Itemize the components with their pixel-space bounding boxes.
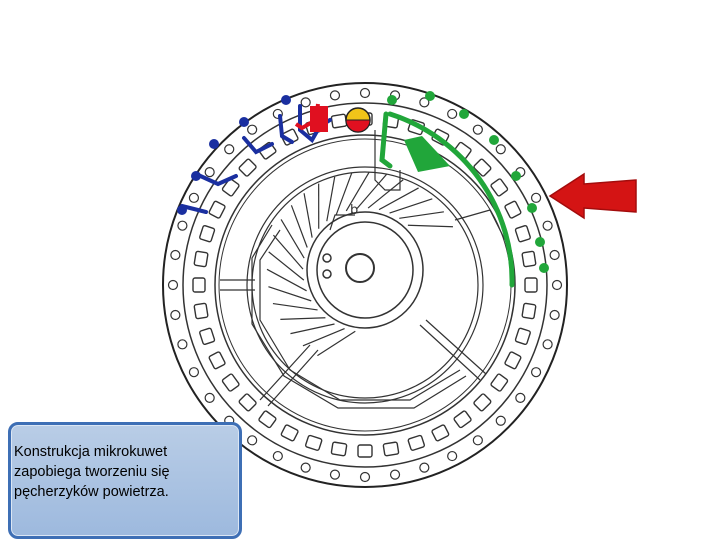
blue-channel-group (180, 104, 332, 214)
disc-cuvette-ring-outer (182, 102, 548, 468)
spiral-fin (389, 198, 433, 214)
spiral-fin (326, 176, 336, 222)
cuvette (453, 410, 483, 446)
cuvette (204, 167, 240, 197)
cuvette (504, 351, 542, 378)
cuvette (177, 327, 216, 350)
cuvette (357, 444, 373, 483)
hub-pin (322, 269, 332, 279)
cuvette (514, 220, 553, 243)
caption-line-1: Konstrukcja mikrokuwet (14, 444, 168, 460)
spiral-fin (345, 171, 370, 212)
spiral-fin (280, 317, 326, 320)
cuvette (170, 249, 209, 268)
caption-line-2: zapobiega tworzeniu się (14, 464, 170, 480)
disc-cuvette-ring-inner (214, 134, 516, 436)
cuvette (329, 441, 348, 480)
spiral-fin (303, 193, 313, 238)
cuvette (188, 351, 226, 378)
caption-line-3: pęcherzyków powietrza. (14, 484, 169, 500)
cuvette (473, 144, 506, 177)
spiral-fin (290, 323, 335, 335)
red-chamber (310, 106, 328, 132)
green-wedge (404, 136, 450, 172)
cuvette (431, 424, 458, 462)
cuvette (188, 192, 226, 219)
cuvette (490, 373, 526, 403)
cuvette (167, 277, 206, 293)
spiral-fin (302, 327, 345, 347)
cuvette (300, 434, 323, 473)
cuvette (473, 393, 506, 426)
caption-text: Konstrukcja mikrokuwet zapobiega tworzen… (14, 442, 236, 502)
cuvette (521, 302, 560, 321)
spiral-fin (268, 286, 312, 302)
caption-box (8, 422, 242, 539)
cuvette (521, 249, 560, 268)
spiral-fin (280, 219, 305, 259)
cuvette (382, 441, 401, 480)
cuvette (177, 220, 216, 243)
green-port-dots (387, 91, 549, 273)
cuvette (524, 277, 563, 293)
microcuvette-disc: b (160, 80, 570, 490)
spiral-fin (399, 211, 444, 219)
disc-diagram: b (162, 82, 568, 488)
cuvette (514, 327, 553, 350)
cuvette (272, 424, 299, 462)
svg-text:b: b (350, 203, 358, 218)
spiral-fin (268, 251, 305, 281)
red-arrow-icon (548, 172, 637, 220)
spiral-fin (335, 172, 353, 216)
hub-center-hole (345, 253, 375, 283)
spiral-fin (378, 187, 419, 211)
spiral-fin (367, 179, 404, 209)
spiral-fin (407, 224, 453, 228)
cuvette (204, 373, 240, 403)
cuvette (224, 144, 257, 177)
yellow-red-valve (345, 107, 371, 133)
cuvette (272, 108, 299, 146)
cuvette (247, 410, 277, 446)
mixing-spiral (266, 171, 453, 357)
hub-pin (322, 253, 332, 263)
cuvette (504, 192, 542, 219)
spiral-fin (290, 205, 308, 248)
spiral-fin (272, 302, 318, 311)
blue-port-dots (177, 95, 291, 215)
cuvette (407, 434, 430, 473)
spiral-fin (356, 174, 387, 209)
green-channel (379, 111, 515, 288)
cuvette (170, 302, 209, 321)
spiral-fin (317, 330, 356, 357)
spiral-fin (272, 234, 304, 270)
inner-channel-network (220, 130, 506, 409)
spiral-fin (266, 268, 307, 292)
